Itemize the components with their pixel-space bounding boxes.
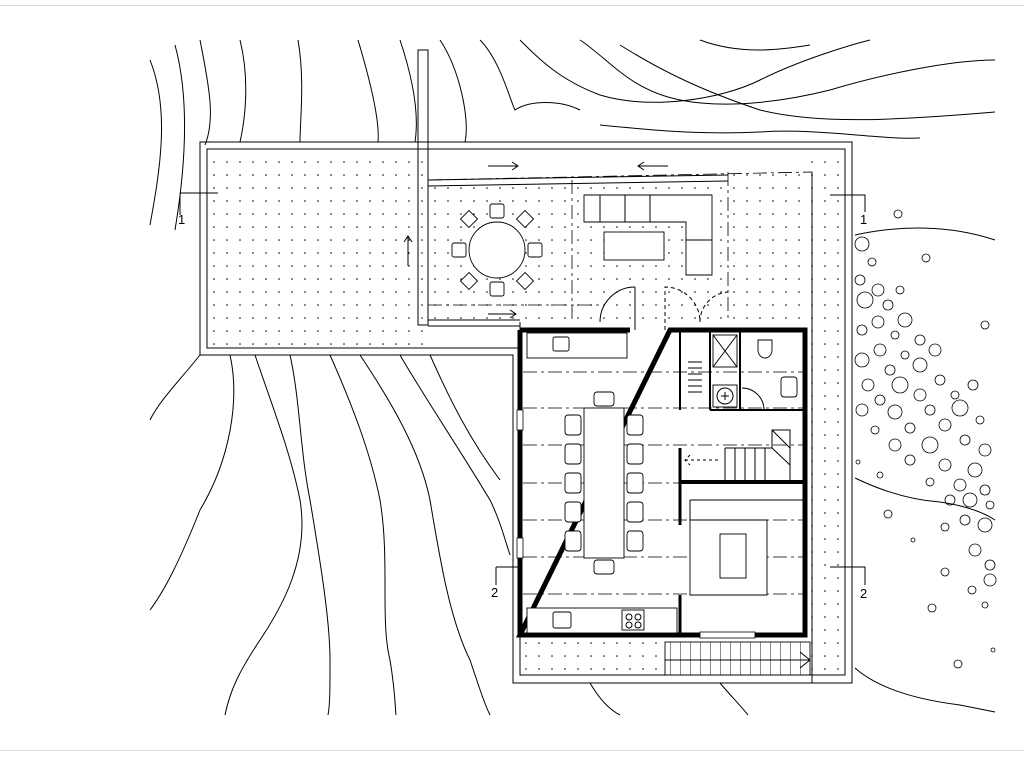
terrain-contours bbox=[149, 39, 996, 716]
bottom-frame-line bbox=[0, 750, 1024, 751]
sofa-set bbox=[583, 194, 713, 276]
stair-steps bbox=[684, 361, 791, 482]
section-1-left-label: 1 bbox=[178, 212, 185, 227]
gravel-field bbox=[854, 209, 997, 669]
section-2-right-label: 2 bbox=[860, 586, 867, 601]
pavilion-outline bbox=[403, 161, 813, 330]
section-2-left-label: 2 bbox=[491, 585, 498, 600]
dining-table-set bbox=[564, 391, 644, 575]
section-markers: 1 1 2 2 bbox=[178, 192, 867, 601]
round-table-set bbox=[451, 203, 543, 297]
top-frame-line bbox=[0, 5, 1024, 6]
bath-and-stairs bbox=[684, 334, 798, 482]
terrace-paving bbox=[207, 150, 845, 675]
entrance-stair bbox=[664, 641, 811, 676]
section-1-right-label: 1 bbox=[860, 212, 867, 227]
kitchen-fixtures bbox=[526, 332, 805, 634]
